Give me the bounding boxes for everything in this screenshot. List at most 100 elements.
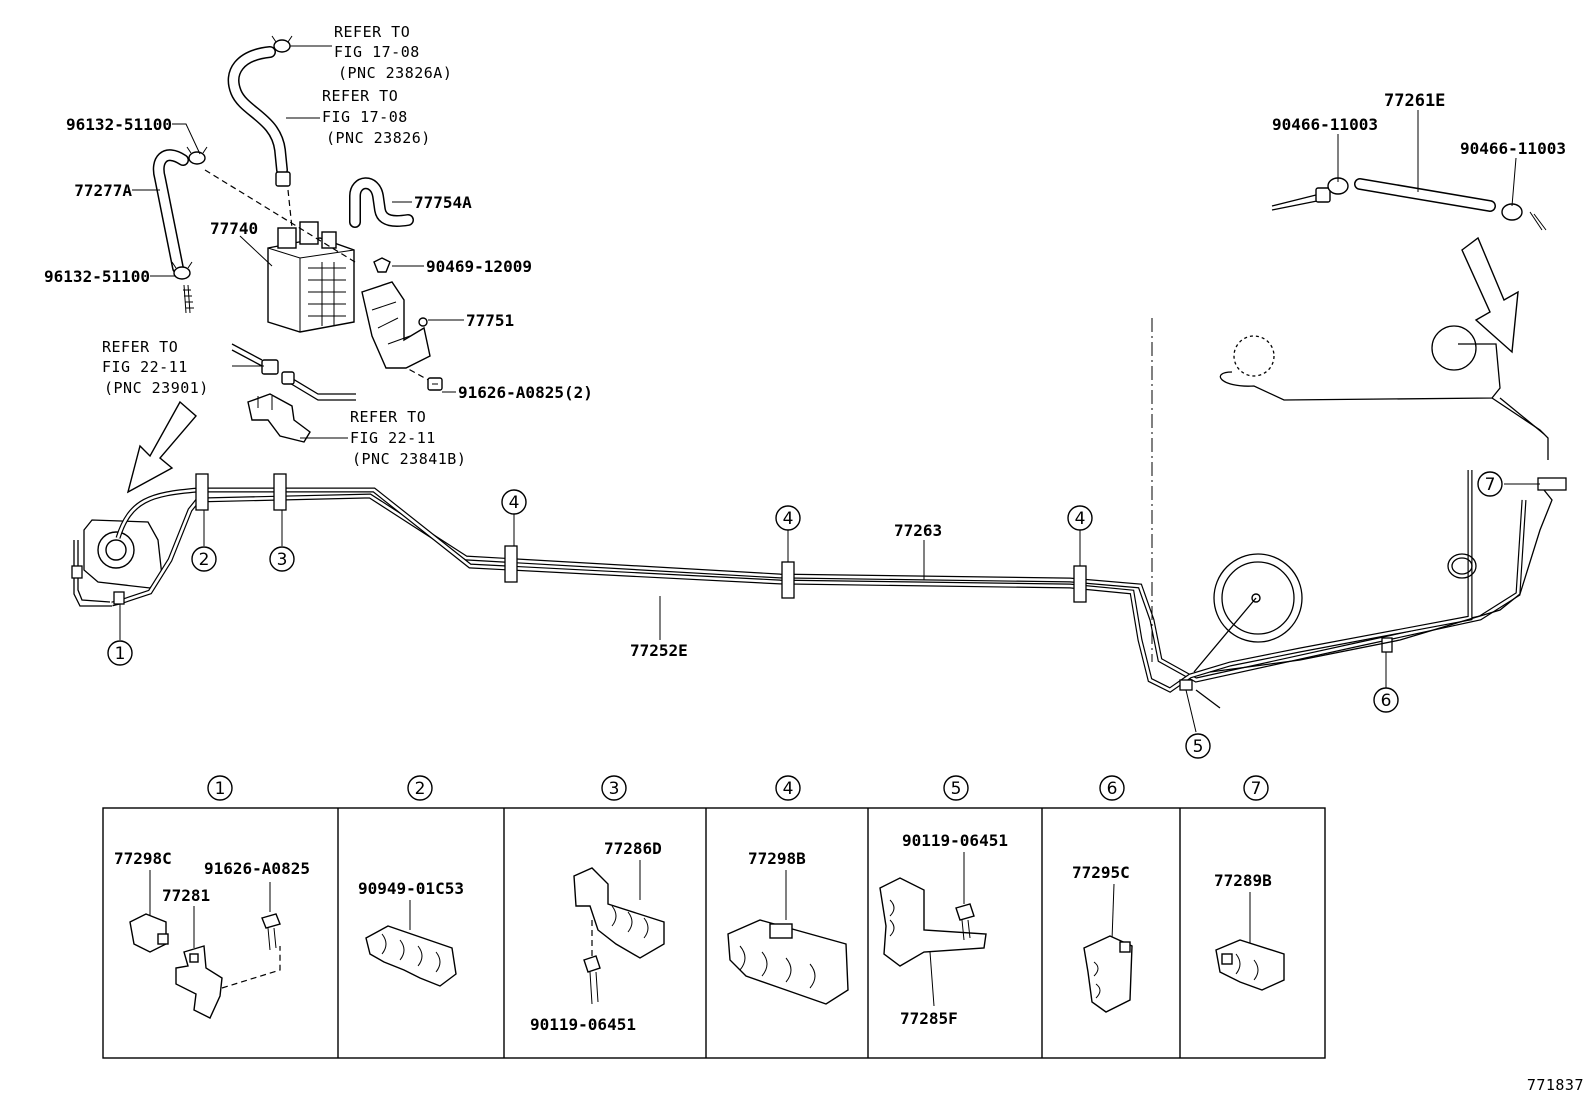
ref4-line2: FIG 22-11: [350, 429, 436, 447]
bracket-refer: [247, 393, 311, 443]
p1-label-77281: 77281: [162, 886, 210, 905]
callout-4c: 4: [1067, 505, 1093, 531]
hose-77277A: [152, 149, 189, 274]
pipe-clip-4b: [781, 561, 795, 599]
p7-label-77289B: 77289B: [1214, 871, 1272, 890]
ref4-line1: REFER TO: [350, 408, 426, 426]
label-77277A: 77277A: [74, 181, 132, 200]
ref3-line3: (PNC 23901): [104, 379, 209, 397]
detail-panels: [102, 807, 1326, 1059]
ref3-line2: FIG 22-11: [102, 358, 188, 376]
assembly-line-2: [287, 189, 293, 229]
leader-90466-right: [1511, 157, 1517, 207]
ref3-line1: REFER TO: [102, 338, 178, 356]
svg-text:4: 4: [783, 779, 794, 799]
callout-3: 3: [269, 546, 295, 572]
p5-bolt: [955, 903, 975, 941]
leader-96132-top: [172, 123, 201, 155]
direction-arrow-right: [1461, 236, 1519, 354]
assembly-line-3: [391, 359, 433, 383]
pipe-clip-7: [1537, 477, 1567, 491]
label-77751: 77751: [466, 311, 514, 330]
p2-label-90949: 90949-01C53: [358, 879, 464, 898]
p5-label-90119: 90119-06451: [902, 831, 1008, 850]
ref1-line1: REFER TO: [334, 23, 410, 41]
ref4-line3: (PNC 23841B): [352, 450, 466, 468]
ref1-line2: FIG 17-08: [334, 43, 420, 61]
pipe-clip-5: [1179, 679, 1193, 691]
hose-clamp-top: [186, 146, 208, 165]
label-90469: 90469-12009: [426, 257, 532, 276]
panel-header-7: 7: [1243, 775, 1269, 801]
pipe-clip-4c: [1073, 565, 1087, 603]
label-91626: 91626-A0825(2): [458, 383, 593, 402]
svg-text:6: 6: [1381, 691, 1392, 711]
p6-clip: [1083, 935, 1133, 1013]
callout-6: 6: [1373, 687, 1399, 713]
clip-90469: [373, 257, 391, 273]
panel-header-6: 6: [1099, 775, 1125, 801]
pipe-clip-1: [113, 591, 125, 605]
direction-arrow-left: [126, 400, 197, 494]
label-90466-left: 90466-11003: [1272, 115, 1378, 134]
p3-bolt: [583, 955, 601, 1005]
p3-label-90119: 90119-06451: [530, 1015, 636, 1034]
pipe-clip-6: [1381, 637, 1393, 653]
ref2-line1: REFER TO: [322, 87, 398, 105]
ref2-line3: (PNC 23826): [326, 129, 431, 147]
label-77740: 77740: [210, 219, 258, 238]
p5-bracket: [879, 877, 987, 967]
svg-text:7: 7: [1485, 475, 1496, 495]
panel-header-1: 1: [207, 775, 233, 801]
leader-77740: [239, 235, 273, 267]
svg-text:5: 5: [1193, 737, 1204, 757]
svg-text:1: 1: [215, 779, 226, 799]
callout-2: 2: [191, 546, 217, 572]
callout-5: 5: [1185, 733, 1211, 759]
callout-7: 7: [1477, 471, 1503, 497]
p1-clip-77298C: [129, 913, 167, 953]
svg-text:5: 5: [951, 779, 962, 799]
svg-text:7: 7: [1251, 779, 1262, 799]
p1-label-91626: 91626-A0825: [204, 859, 310, 878]
p6-label-77295C: 77295C: [1072, 863, 1130, 882]
p5-label-77285F: 77285F: [900, 1009, 958, 1028]
bolt-91626: [427, 377, 443, 391]
p7-clamp: [1215, 939, 1285, 991]
callout-4b: 4: [775, 505, 801, 531]
label-96132-bot: 96132-51100: [44, 267, 150, 286]
charcoal-canister: [267, 221, 355, 333]
svg-text:3: 3: [277, 550, 288, 570]
callout-1: 1: [107, 640, 133, 666]
p1-bracket-77281: [175, 945, 223, 1019]
svg-text:4: 4: [783, 509, 794, 529]
p1-label-77298C: 77298C: [114, 849, 172, 868]
ref2-line2: FIG 17-08: [322, 108, 408, 126]
panel-header-3: 3: [601, 775, 627, 801]
diagram-number: 771837: [1527, 1076, 1584, 1094]
p3-bracket: [573, 867, 665, 959]
svg-text:2: 2: [415, 779, 426, 799]
svg-text:4: 4: [1075, 509, 1086, 529]
label-77263: 77263: [894, 521, 942, 540]
vacuum-port: [183, 284, 194, 314]
p2-clamp: [365, 925, 457, 987]
fuel-fitting: [231, 343, 356, 401]
bracket-77751: [361, 281, 431, 369]
svg-text:6: 6: [1107, 779, 1118, 799]
p1-bolt: [261, 913, 281, 951]
filler-neck: [71, 519, 163, 607]
panel-header-5: 5: [943, 775, 969, 801]
label-77261E: 77261E: [1384, 91, 1445, 111]
panel-header-4: 4: [775, 775, 801, 801]
label-77754A: 77754A: [414, 193, 472, 212]
hose-upper: [227, 35, 293, 187]
hose-77754A: [349, 177, 414, 228]
label-96132-top: 96132-51100: [66, 115, 172, 134]
pipe-clip-3: [273, 473, 287, 511]
svg-text:1: 1: [115, 644, 126, 664]
tank-openings: [1193, 325, 1553, 709]
svg-text:4: 4: [509, 493, 520, 513]
svg-text:3: 3: [609, 779, 620, 799]
